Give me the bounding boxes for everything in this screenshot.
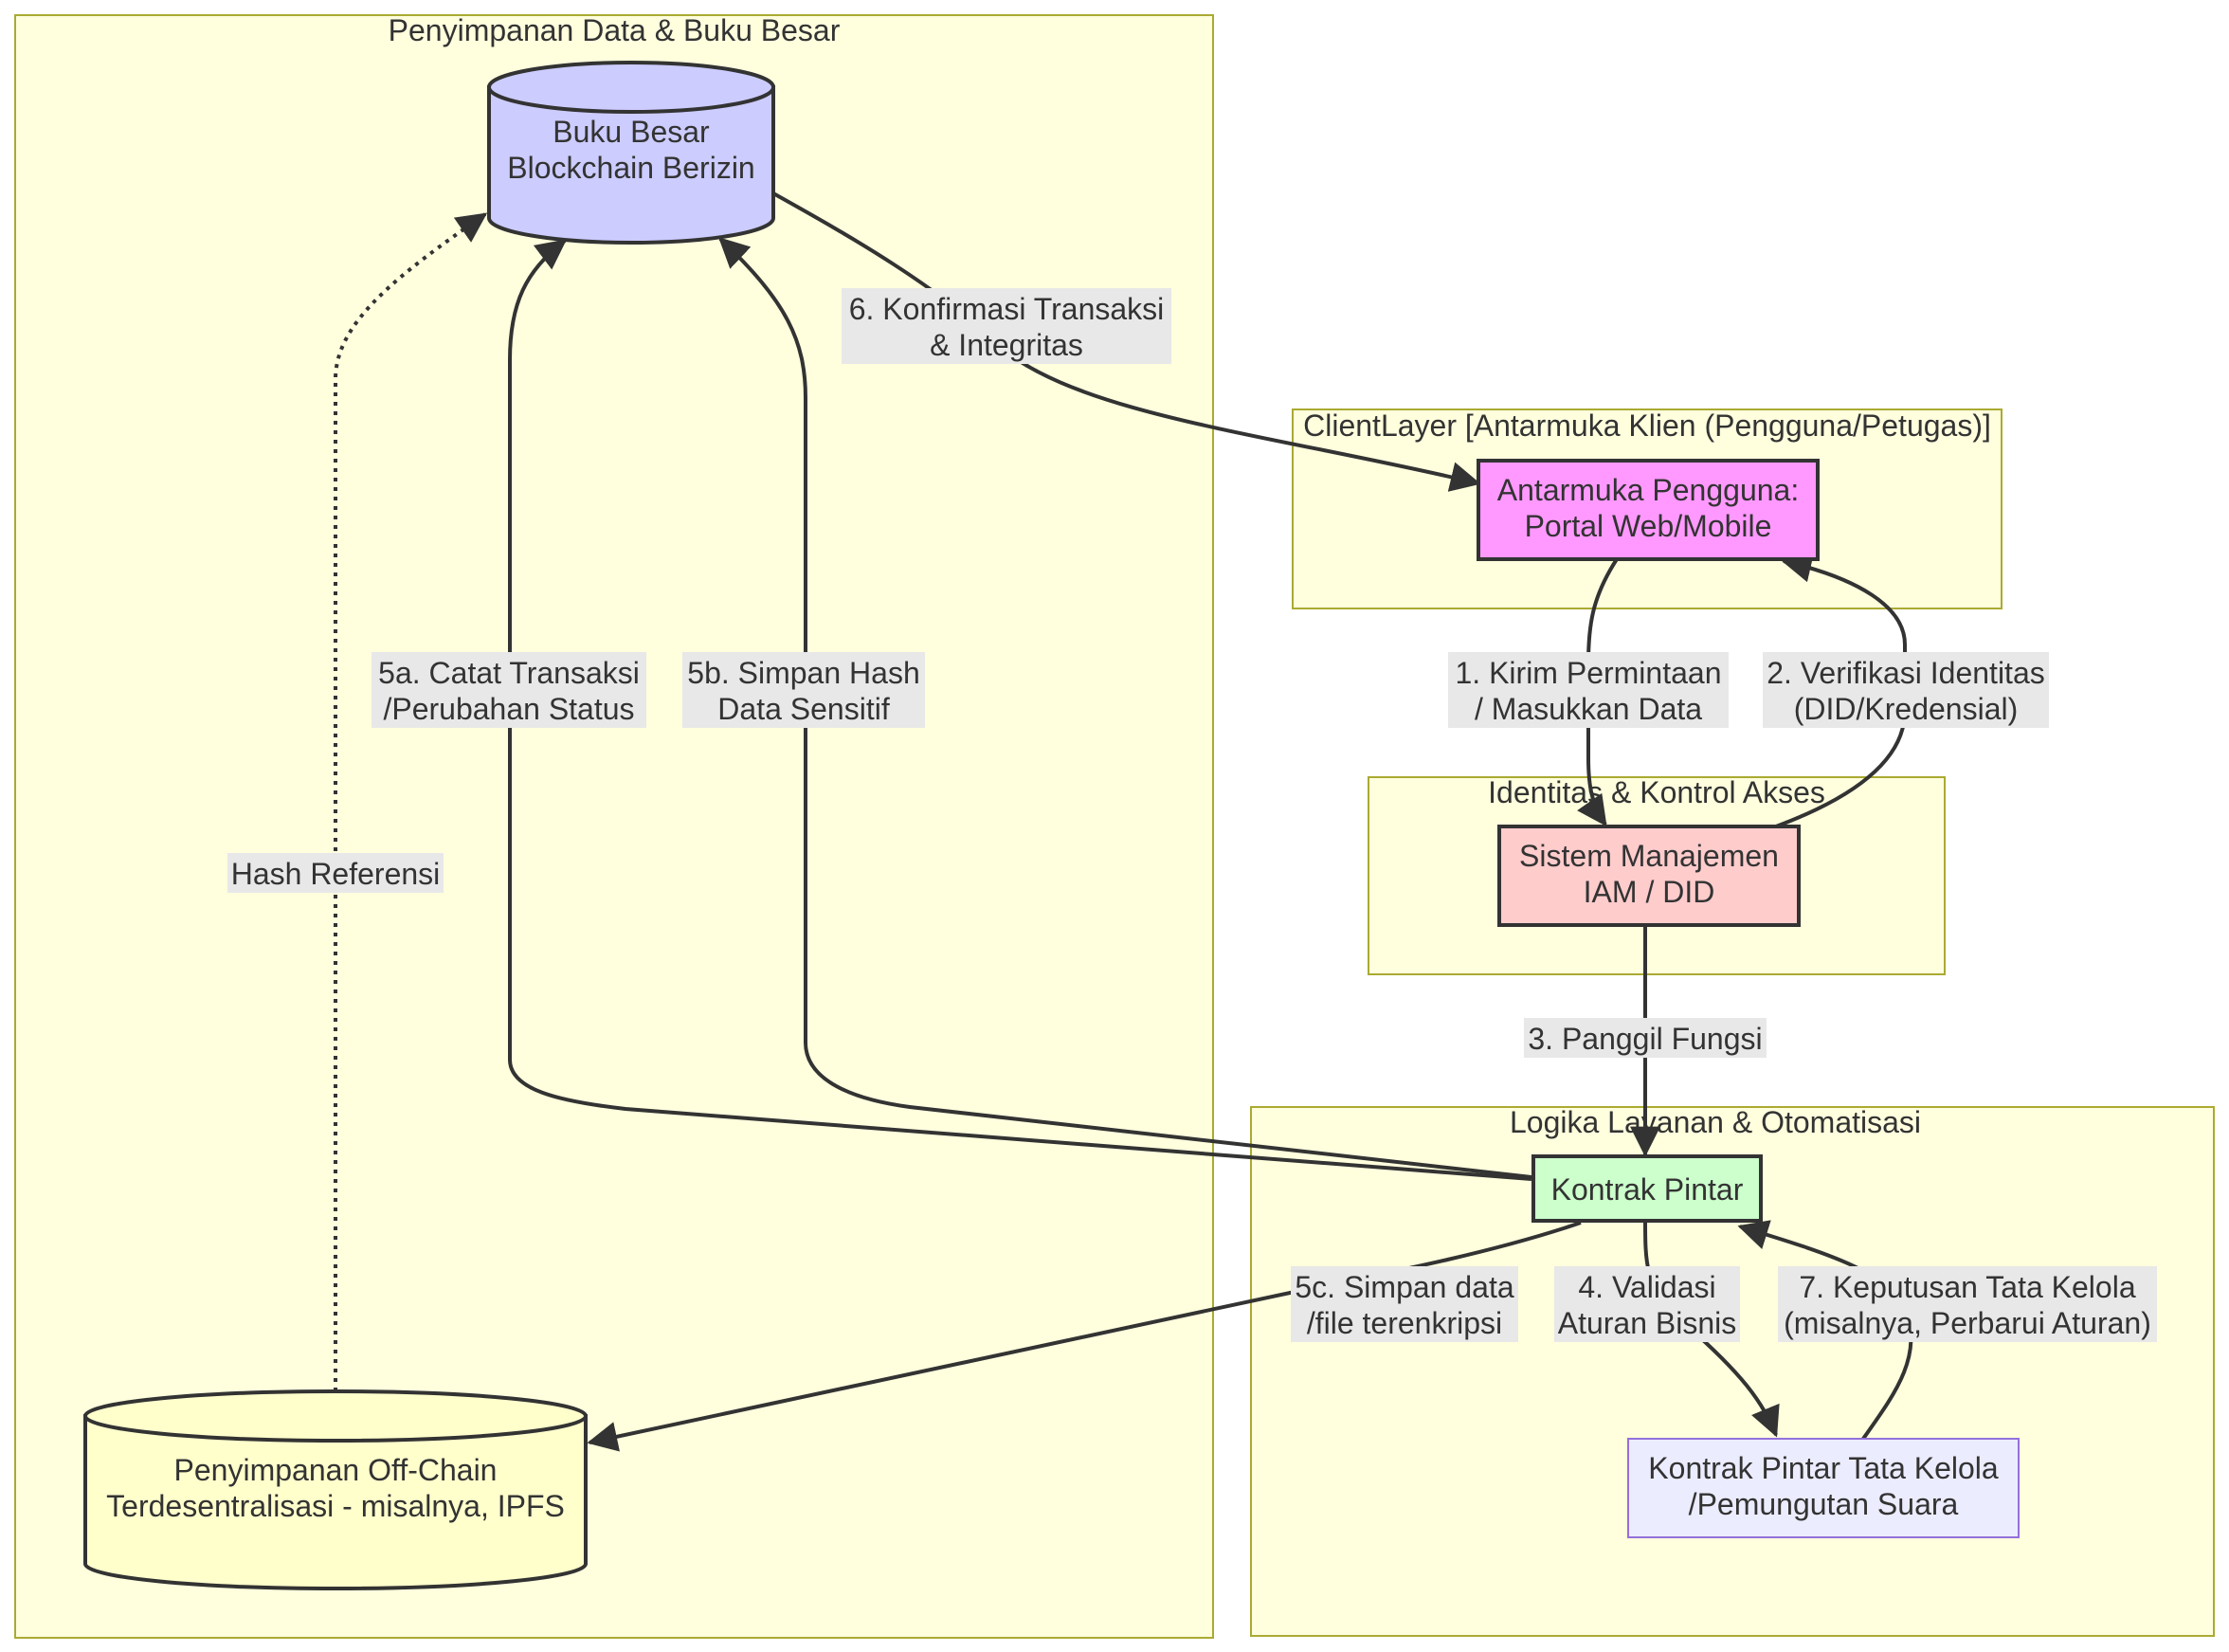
edge-label-6: 6. Konfirmasi Transaksi & Integritas	[842, 288, 1171, 364]
edge-label-1-line2: / Masukkan Data	[1475, 692, 1702, 726]
iam-label-line1: Sistem Manajemen	[1519, 839, 1779, 873]
governance-contract-label-line1: Kontrak Pintar Tata Kelola	[1648, 1451, 1999, 1485]
cluster-storage: Penyimpanan Data & Buku Besar	[14, 13, 1214, 1639]
ledger-node[interactable]: Buku Besar Blockchain Berizin	[487, 61, 775, 245]
smart-contract-node[interactable]: Kontrak Pintar	[1531, 1154, 1763, 1223]
governance-contract-node[interactable]: Kontrak Pintar Tata Kelola /Pemungutan S…	[1627, 1438, 2020, 1538]
edge-label-2: 2. Verifikasi Identitas (DID/Kredensial)	[1763, 652, 2049, 728]
governance-contract-label-line2: /Pemungutan Suara	[1689, 1487, 1959, 1521]
ui-portal-node[interactable]: Antarmuka Pengguna: Portal Web/Mobile	[1477, 459, 1820, 561]
cluster-storage-title: Penyimpanan Data & Buku Besar	[389, 13, 841, 47]
edge-label-5b-line1: 5b. Simpan Hash	[687, 656, 919, 690]
edge-label-5c-line1: 5c. Simpan data	[1295, 1270, 1513, 1304]
offchain-label-line1: Penyimpanan Off-Chain	[174, 1453, 498, 1487]
edge-label-5b-line2: Data Sensitif	[717, 692, 890, 726]
edge-label-5a: 5a. Catat Transaksi /Perubahan Status	[372, 652, 646, 728]
edge-label-hash-line1: Hash Referensi	[231, 857, 441, 891]
governance-contract-box	[1627, 1438, 2020, 1538]
edge-label-6-line2: & Integritas	[930, 328, 1083, 362]
smart-contract-box	[1531, 1154, 1763, 1223]
offchain-label-line2: Terdesentralisasi - misalnya, IPFS	[106, 1489, 565, 1523]
smart-contract-label: Kontrak Pintar	[1551, 1172, 1744, 1207]
edge-label-hash: Hash Referensi	[227, 853, 444, 893]
edge-label-3-line1: 3. Panggil Fungsi	[1528, 1022, 1762, 1056]
edge-label-1: 1. Kirim Permintaan / Masukkan Data	[1448, 652, 1729, 728]
edge-ledger-to-ui	[772, 191, 1481, 492]
cluster-logic-title: Logika Layanan & Otomatisasi	[1510, 1105, 1921, 1139]
edge-label-5c-line2: /file terenkripsi	[1307, 1306, 1502, 1340]
edge-label-7-line2: (misalnya, Perbarui Aturan)	[1784, 1306, 2151, 1340]
offchain-storage-node[interactable]: Penyimpanan Off-Chain Terdesentralisasi …	[83, 1389, 588, 1590]
edge-label-5c: 5c. Simpan data /file terenkripsi	[1291, 1266, 1518, 1342]
iam-label-line2: IAM / DID	[1584, 875, 1715, 909]
ledger-cylinder-top	[487, 61, 775, 114]
edge-label-5b: 5b. Simpan Hash Data Sensitif	[682, 652, 925, 728]
iam-box	[1497, 825, 1801, 927]
edge-contract-to-ledger-5a	[508, 239, 1532, 1181]
iam-node[interactable]: Sistem Manajemen IAM / DID	[1497, 825, 1801, 927]
edge-label-7: 7. Keputusan Tata Kelola (misalnya, Perb…	[1778, 1266, 2157, 1342]
edge-label-4-line2: Aturan Bisnis	[1558, 1306, 1737, 1340]
edge-label-5a-line1: 5a. Catat Transaksi	[378, 656, 640, 690]
ledger-cylinder-body	[487, 85, 775, 245]
ui-portal-box	[1477, 459, 1820, 561]
cluster-identity-title: Identitas & Kontrol Akses	[1488, 775, 1825, 809]
edge-label-2-line1: 2. Verifikasi Identitas	[1767, 656, 2044, 690]
edge-offchain-to-ledger-hash	[334, 212, 488, 1391]
ledger-label-line1: Buku Besar	[553, 115, 710, 149]
edge-label-1-line1: 1. Kirim Permintaan	[1456, 656, 1722, 690]
edge-label-3: 3. Panggil Fungsi	[1524, 1018, 1767, 1058]
ui-portal-label-line2: Portal Web/Mobile	[1525, 509, 1772, 543]
ledger-label-line2: Blockchain Berizin	[507, 151, 754, 185]
edge-label-2-line2: (DID/Kredensial)	[1794, 692, 2019, 726]
edge-label-4-line1: 4. Validasi	[1578, 1270, 1715, 1304]
edge-label-7-line1: 7. Keputusan Tata Kelola	[1799, 1270, 2135, 1304]
ui-portal-label-line1: Antarmuka Pengguna:	[1497, 473, 1799, 507]
edge-label-6-line1: 6. Konfirmasi Transaksi	[849, 292, 1165, 326]
offchain-cylinder-body	[83, 1414, 588, 1590]
edge-contract-to-ledger-5b	[718, 237, 1532, 1179]
cluster-client-title: ClientLayer [Antarmuka Klien (Pengguna/P…	[1303, 408, 1991, 443]
edge-label-5a-line2: /Perubahan Status	[383, 692, 634, 726]
offchain-cylinder-top	[83, 1389, 588, 1443]
edge-label-4: 4. Validasi Aturan Bisnis	[1554, 1266, 1740, 1342]
